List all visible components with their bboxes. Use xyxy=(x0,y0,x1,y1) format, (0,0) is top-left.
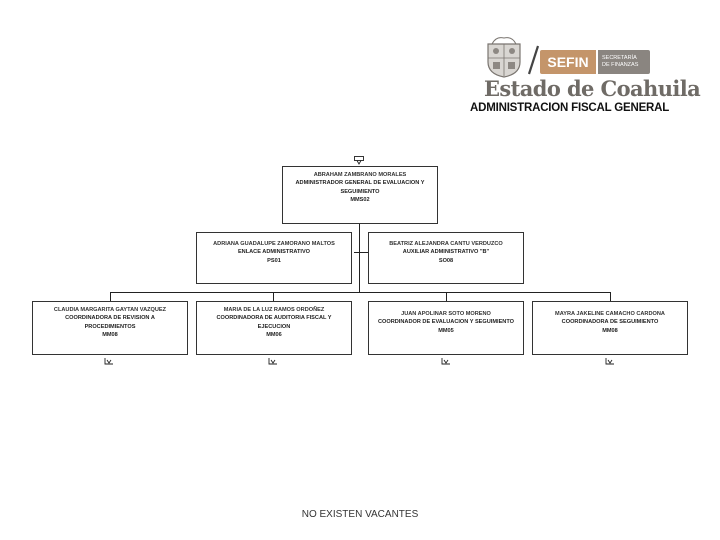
drill-down-icon[interactable] xyxy=(104,357,114,366)
node-code: MM06 xyxy=(266,332,282,339)
node-code: MM08 xyxy=(102,332,118,339)
node-name: MAYRA JAKELINE CAMACHO CARDONA xyxy=(555,311,665,317)
org-node-root[interactable]: ABRAHAM ZAMBRANO MORALES ADMINISTRADOR G… xyxy=(282,166,438,224)
org-node-coordinator-1[interactable]: CLAUDIA MARGARITA GAYTAN VAZQUEZ COORDIN… xyxy=(32,301,188,355)
node-title: ADMINISTRADOR GENERAL DE EVALUACION Y SE… xyxy=(295,180,425,195)
org-node-coordinator-3[interactable]: JUAN APOLINAR SOTO MORENO COORDINADOR DE… xyxy=(368,301,524,355)
drop-line-3 xyxy=(446,292,447,301)
node-title: COORDINADOR DE EVALUACION Y SEGUIMIENTO xyxy=(377,319,515,326)
node-title: COORDINADORA DE AUDITORIA FISCAL Y EJECU… xyxy=(216,315,332,330)
coat-of-arms-icon xyxy=(487,37,521,78)
drop-line-1 xyxy=(110,292,111,301)
drop-line-2 xyxy=(273,292,274,301)
node-name: MARIA DE LA LUZ RAMOS ORDOÑEZ xyxy=(223,307,325,313)
drill-down-icon[interactable] xyxy=(605,357,615,366)
node-title: AUXILIAR ADMINISTRATIVO "B" xyxy=(402,249,490,256)
agency-name: ADMINISTRACION FISCAL GENERAL xyxy=(470,102,670,114)
state-name: Estado de Coahuila xyxy=(484,76,701,101)
sefin-label: SEFIN xyxy=(540,50,596,74)
sefin-logo: SEFIN SECRETARÍA DE FINANZAS xyxy=(540,50,650,74)
drill-down-icon[interactable] xyxy=(268,357,278,366)
node-name: JUAN APOLINAR SOTO MORENO xyxy=(401,311,491,317)
node-name: BEATRIZ ALEJANDRA CANTU VERDUZCO xyxy=(389,241,503,247)
org-node-coordinator-4[interactable]: MAYRA JAKELINE CAMACHO CARDONA COORDINAD… xyxy=(532,301,688,355)
secretaria-line-2: DE FINANZAS xyxy=(602,62,639,68)
secretaria-label: SECRETARÍA DE FINANZAS xyxy=(598,50,650,74)
node-code: MM05 xyxy=(438,327,454,334)
drop-line-4 xyxy=(610,292,611,301)
node-title: COORDINADORA DE REVISION A PROCEDIMIENTO… xyxy=(65,315,155,330)
divider-slash-icon xyxy=(527,45,540,75)
node-title: ENLACE ADMINISTRATIVO xyxy=(237,249,311,256)
node-name: ABRAHAM ZAMBRANO MORALES xyxy=(313,172,407,178)
header-branding: SEFIN SECRETARÍA DE FINANZAS Estado de C… xyxy=(470,34,710,120)
node-name: CLAUDIA MARGARITA GAYTAN VAZQUEZ xyxy=(53,307,167,313)
expand-connector-icon[interactable] xyxy=(354,156,364,165)
assistant-link-line xyxy=(354,252,368,253)
org-node-assistant-1[interactable]: ADRIANA GUADALUPE ZAMORANO MALTOS ENLACE… xyxy=(196,232,352,284)
node-name: ADRIANA GUADALUPE ZAMORANO MALTOS xyxy=(213,241,335,247)
drill-down-icon[interactable] xyxy=(441,357,451,366)
trunk-line xyxy=(359,252,360,292)
vacancies-note: NO EXISTEN VACANTES xyxy=(301,509,419,520)
node-code: MM08 xyxy=(602,327,618,334)
root-to-assistants-line xyxy=(359,224,360,252)
node-code: SO08 xyxy=(438,257,454,264)
org-node-coordinator-2[interactable]: MARIA DE LA LUZ RAMOS ORDOÑEZ COORDINADO… xyxy=(196,301,352,355)
node-code: PS01 xyxy=(267,257,281,264)
coordinators-bus-line xyxy=(110,292,610,293)
node-title: COORDINADORA DE SEGUIMIENTO xyxy=(561,319,659,326)
secretaria-line-1: SECRETARÍA xyxy=(602,55,637,61)
node-code: MMS02 xyxy=(350,197,370,204)
org-node-assistant-2[interactable]: BEATRIZ ALEJANDRA CANTU VERDUZCO AUXILIA… xyxy=(368,232,524,284)
